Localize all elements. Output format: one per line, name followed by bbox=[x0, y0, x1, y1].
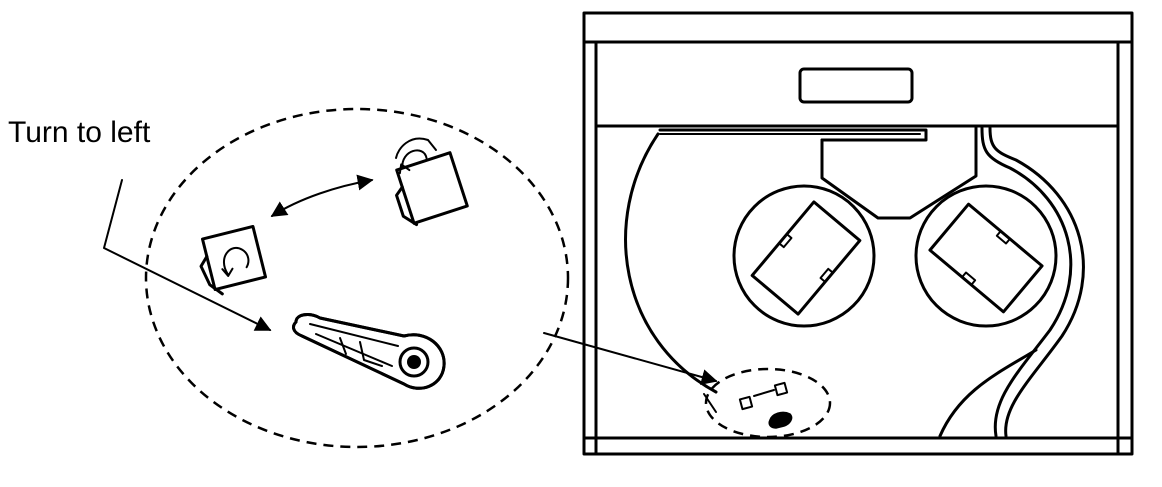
latch-piece-upper bbox=[395, 149, 469, 227]
latch-piece-lower bbox=[199, 224, 268, 296]
curved-turn-arrow-icon bbox=[395, 137, 437, 159]
roller-left bbox=[732, 184, 876, 328]
top-channel bbox=[658, 126, 978, 220]
mechanism-callout-ellipse bbox=[704, 367, 832, 439]
turn-to-left-label: Turn to left bbox=[8, 116, 151, 149]
detail-callout-ellipse bbox=[144, 107, 570, 449]
label-leader-line bbox=[103, 179, 272, 331]
top-slot bbox=[798, 67, 914, 104]
double-headed-curved-arrow-icon bbox=[270, 174, 374, 217]
left-guide-curve bbox=[624, 132, 718, 394]
right-guide-rails bbox=[938, 126, 1085, 438]
machine-housing bbox=[582, 11, 1134, 456]
lever-arm bbox=[292, 313, 446, 390]
roller-right bbox=[914, 184, 1058, 328]
mechanism-small bbox=[738, 381, 793, 429]
